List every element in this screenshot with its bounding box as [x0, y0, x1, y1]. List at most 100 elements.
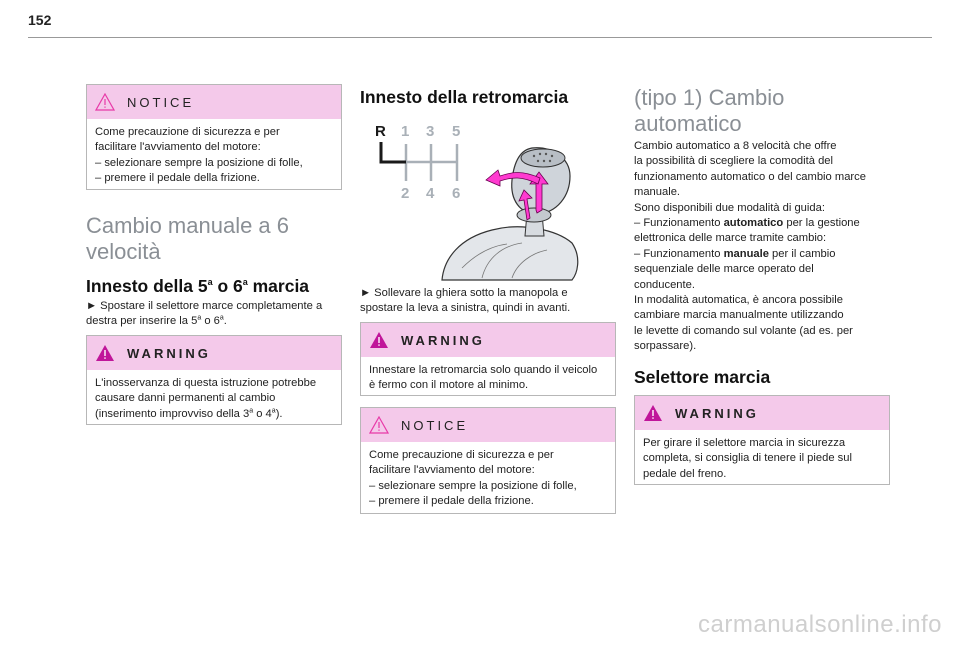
warning-line: Innestare la retromarcia solo quando il …	[369, 364, 598, 376]
warning-header: WARNING	[87, 336, 341, 370]
subsection-title-5-6: Innesto della 5a o 6a marcia	[86, 275, 346, 297]
notice-line: Come precauzione di sicurezza e per	[95, 126, 280, 138]
warning-line: è fermo con il motore al minimo.	[369, 379, 529, 392]
warning-body: L'inosservanza di questa istruzione potr…	[87, 370, 341, 430]
warning-box-3: WARNING Per girare il selettore marcia i…	[634, 395, 890, 485]
gear-label-4: 4	[426, 185, 435, 202]
notice-header: NOTICE	[361, 408, 615, 442]
text-part: – Funzionamento	[634, 247, 724, 260]
warning-triangle-icon	[644, 405, 662, 421]
shift-pattern: R 1 3 5 2 4 6	[375, 123, 460, 202]
gear-label-3: 3	[426, 123, 434, 140]
desc-line: funzionamento automatico o del cambio ma…	[634, 170, 866, 183]
notice-line: – selezionare sempre la posizione di fol…	[369, 479, 577, 492]
text-part: (inserimento improvviso della 3	[95, 407, 250, 420]
warning-triangle-icon	[370, 332, 388, 348]
notice-box-1: NOTICE Come precauzione di sicurezza e p…	[86, 84, 342, 190]
desc-line: – Funzionamento automatico per la gestio…	[634, 216, 896, 231]
notice-line: – premere il pedale della frizione.	[95, 172, 260, 185]
warning-label: WARNING	[675, 405, 759, 421]
notice-body: Come precauzione di sicurezza e per faci…	[361, 442, 615, 518]
text-part: .	[223, 315, 227, 328]
notice-line: – premere il pedale della frizione.	[369, 495, 534, 508]
desc-line: conducente.	[634, 278, 695, 291]
section-title-manual: Cambio manuale a 6 velocità	[86, 213, 346, 265]
text-sup: a	[249, 407, 254, 415]
section-title-line: Cambio manuale a 6	[86, 213, 290, 238]
top-divider	[28, 37, 932, 38]
notice-line: – selezionare sempre la posizione di fol…	[95, 156, 303, 169]
section-title-automatic: (tipo 1) Cambio automatico	[634, 85, 894, 137]
text-part: per il cambio	[768, 247, 836, 260]
text-bold: automatico	[723, 217, 784, 230]
warning-line: (inserimento improvviso della 3a o 4a).	[95, 407, 333, 422]
desc-line: – Funzionamento manuale per il cambio	[634, 247, 896, 262]
gear-label-5: 5	[452, 123, 460, 140]
desc-line: elettronica delle marce tramite cambio:	[634, 232, 827, 245]
desc-line: Sono disponibili due modalità di guida:	[634, 201, 825, 214]
desc-line: In modalità automatica, è ancora possibi…	[634, 294, 843, 307]
text-part: o 4	[253, 407, 272, 420]
warning-box-1: WARNING L'inosservanza di questa istruzi…	[86, 335, 342, 425]
instruction-line: destra per inserire la 5a o 6a.	[86, 314, 346, 329]
instruction-line: spostare la leva a sinistra, quindi in a…	[360, 302, 571, 315]
warning-label: WARNING	[127, 345, 211, 361]
notice-box-2: NOTICE Come precauzione di sicurezza e p…	[360, 407, 616, 514]
desc-line: la possibilità di scegliere la comodità …	[634, 155, 833, 168]
instruction-line: ► Sollevare la ghiera sotto la manopola …	[360, 287, 568, 299]
warning-body: Per girare il selettore marcia in sicure…	[635, 430, 889, 490]
reverse-gear-diagram: R 1 3 5 2 4 6	[375, 123, 579, 281]
gear-label-1: 1	[401, 123, 409, 140]
reverse-title: Innesto della retromarcia	[360, 87, 569, 107]
section-title-line: automatico	[634, 111, 742, 136]
notice-line: facilitare l'avviamento del motore:	[369, 464, 535, 477]
warning-line: causare danni permanenti al cambio	[95, 392, 276, 405]
desc-line: manuale.	[634, 186, 681, 199]
warning-header: WARNING	[635, 396, 889, 430]
warning-line: completa, si consiglia di tenere il pied…	[643, 452, 852, 465]
text-part: per la gestione	[783, 217, 860, 230]
automatic-description: Cambio automatico a 8 velocità che offre…	[634, 139, 896, 355]
reverse-instruction: ► Sollevare la ghiera sotto la manopola …	[360, 286, 620, 317]
title-part: Innesto della 5	[86, 276, 208, 296]
movement-arrows	[485, 169, 549, 221]
text-part: o 6	[201, 315, 220, 328]
desc-line: cambiare marcia manualmente utilizzando	[634, 309, 844, 322]
warning-box-2: WARNING Innestare la retromarcia solo qu…	[360, 322, 616, 396]
warning-line: L'inosservanza di questa istruzione potr…	[95, 377, 317, 389]
gear-label-6: 6	[452, 185, 460, 202]
text-part: destra per inserire la 5	[86, 315, 198, 328]
title-part: o 6	[212, 276, 243, 296]
warning-line: Per girare il selettore marcia in sicure…	[643, 437, 846, 449]
notice-header: NOTICE	[87, 85, 341, 119]
warning-header: WARNING	[361, 323, 615, 357]
instruction-5-6: ► Spostare il selettore marce completame…	[86, 299, 346, 330]
title-part: marcia	[247, 276, 310, 296]
notice-label: NOTICE	[127, 94, 195, 110]
warning-line: pedale del freno.	[643, 467, 727, 480]
text-sup: a	[219, 314, 224, 322]
gear-label-2: 2	[401, 185, 409, 202]
text-sup: a	[197, 314, 202, 322]
caution-triangle-icon	[369, 416, 389, 434]
section-title-line: velocità	[86, 239, 161, 264]
notice-line: Come precauzione di sicurezza e per	[369, 449, 554, 461]
warning-triangle-icon	[96, 345, 114, 361]
title-sup: a	[242, 277, 248, 288]
caution-triangle-icon	[95, 93, 115, 111]
notice-line: facilitare l'avviamento del motore:	[95, 141, 261, 154]
text-bold: manuale	[723, 247, 769, 260]
desc-line: sorpassare).	[634, 340, 697, 353]
page-number: 152	[28, 12, 52, 28]
instruction-line: ► Spostare il selettore marce completame…	[86, 300, 323, 312]
warning-body: Innestare la retromarcia solo quando il …	[361, 357, 615, 402]
notice-body: Come precauzione di sicurezza e per faci…	[87, 119, 341, 195]
selector-title: Selettore marcia	[634, 367, 771, 387]
notice-label: NOTICE	[401, 417, 469, 433]
text-sup: a	[271, 407, 276, 415]
section-title-line: (tipo 1) Cambio	[634, 85, 785, 110]
warning-label: WARNING	[401, 332, 485, 348]
text-part: – Funzionamento	[634, 217, 724, 230]
text-part: ).	[275, 407, 283, 420]
gear-label-r: R	[375, 123, 386, 140]
